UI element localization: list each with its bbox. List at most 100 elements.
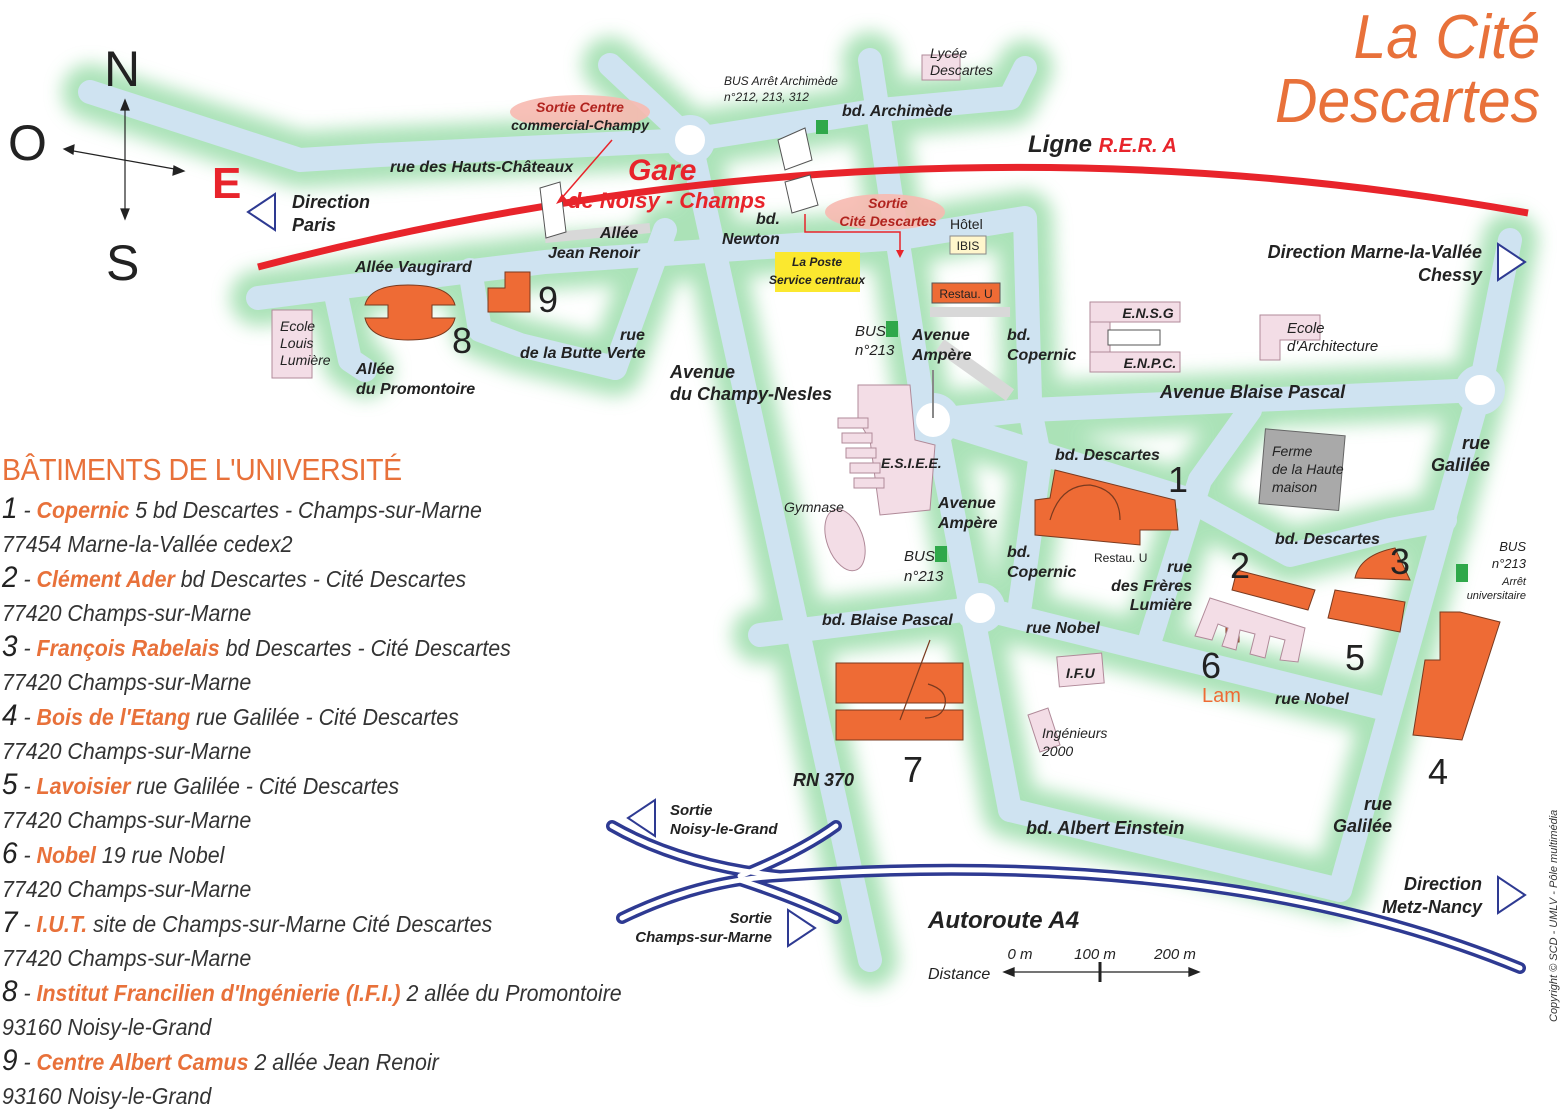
legend-entry-number: 2 bbox=[2, 561, 18, 594]
street-descartes-1: bd. Descartes bbox=[1055, 447, 1160, 464]
street-rn370: RN 370 bbox=[793, 770, 854, 790]
bus-stops bbox=[816, 120, 1468, 582]
dir-marne-2: Chessy bbox=[1418, 265, 1483, 285]
building-number-4: 4 bbox=[1428, 751, 1448, 792]
building-number-3: 3 bbox=[1390, 541, 1410, 582]
exit-arrow-head-1 bbox=[556, 194, 567, 204]
lycee-descartes-block bbox=[921, 54, 961, 81]
street-copernic-2b: Copernic bbox=[1007, 564, 1076, 581]
legend-entry: 2 - Clément Ader bd Descartes - Cité Des… bbox=[2, 561, 702, 630]
dir-paris-1: Direction bbox=[292, 192, 370, 212]
exit-arrow-head-2 bbox=[896, 250, 904, 258]
legend-entry-address: 19 rue Nobel bbox=[101, 842, 225, 868]
legend-entry-name: Centre Albert Camus bbox=[36, 1049, 249, 1075]
street-galilee-2a: rue bbox=[1364, 794, 1392, 814]
place-lycee-1: Lycée bbox=[930, 45, 967, 61]
ingenieurs-block bbox=[1027, 707, 1061, 753]
map-title: La Cité Descartes bbox=[1275, 6, 1540, 134]
bus-stop-universitaire bbox=[1456, 564, 1468, 582]
legend-entry-city: 77420 Champs-sur-Marne bbox=[2, 600, 252, 626]
legend-entry-dash: - bbox=[17, 773, 37, 799]
street-promontoire-2: du Promontoire bbox=[356, 381, 475, 398]
building-3 bbox=[1354, 547, 1411, 581]
compass-rose bbox=[62, 98, 186, 221]
arrow-paris bbox=[246, 192, 276, 232]
bus-stop-213-north bbox=[886, 321, 898, 337]
legend-entry-name: Institut Francilien d'Ingénierie (I.F.I.… bbox=[36, 980, 401, 1006]
street-a4: Autoroute A4 bbox=[927, 907, 1079, 934]
street-descartes-2: bd. Descartes bbox=[1275, 531, 1380, 548]
legend-entry-address: 2 allée du Promontoire bbox=[406, 980, 622, 1006]
scale-100: 100 m bbox=[1074, 946, 1116, 963]
legend-entry-name: Copernic bbox=[36, 497, 130, 523]
street-newton-1: bd. bbox=[756, 211, 780, 228]
legend-entry-dash: - bbox=[17, 1049, 37, 1075]
building-5 bbox=[1327, 589, 1406, 633]
place-lumiere-3: Lumière bbox=[280, 352, 331, 368]
place-ferme-3: maison bbox=[1272, 479, 1317, 495]
ifu-block bbox=[1056, 652, 1105, 688]
scale-0: 0 m bbox=[1007, 946, 1032, 963]
street-galilee-1b: Galilée bbox=[1431, 455, 1490, 475]
place-esiee: E.S.I.E.E. bbox=[881, 455, 942, 471]
rer-a-line bbox=[257, 163, 1529, 271]
bus-univ-2: n°213 bbox=[1492, 556, 1527, 571]
legend-entry-number: 3 bbox=[2, 630, 18, 663]
legend-entry-dash: - bbox=[17, 635, 37, 661]
ferme-block bbox=[1258, 428, 1346, 512]
dir-metz-1: Direction bbox=[1404, 874, 1482, 894]
gare-structures bbox=[539, 127, 1161, 346]
la-poste-box bbox=[775, 252, 860, 292]
dir-metz-2: Metz-Nancy bbox=[1382, 897, 1483, 917]
scale-label: Distance bbox=[928, 966, 990, 983]
street-champy-nesles-2: du Champy-Nesles bbox=[670, 384, 832, 404]
legend-entry: 7 - I.U.T. site de Champs-sur-Marne Cité… bbox=[2, 906, 702, 975]
university-buildings-legend: BÂTIMENTS DE L'UNIVERSITÉ 1 - Copernic 5… bbox=[2, 452, 702, 1113]
bus-stop-archimede bbox=[816, 120, 828, 134]
legend-entry: 9 - Centre Albert Camus 2 allée Jean Ren… bbox=[2, 1044, 702, 1113]
legend-entry-city: 93160 Noisy-le-Grand bbox=[2, 1014, 212, 1040]
place-ferme-2: de la Haute bbox=[1272, 461, 1344, 477]
place-poste-1: La Poste bbox=[792, 255, 842, 269]
exit-arrows bbox=[559, 139, 901, 252]
dir-noisy-2: Noisy-le-Grand bbox=[670, 821, 778, 838]
map-title-line2: Descartes bbox=[1274, 67, 1540, 136]
street-freres-lumiere-3: Lumière bbox=[1130, 597, 1192, 614]
street-champy-nesles-1: Avenue bbox=[669, 362, 735, 382]
building-7-divider bbox=[899, 639, 931, 721]
restau-u-box bbox=[931, 282, 1001, 304]
legend-entry-name: François Rabelais bbox=[36, 635, 220, 661]
legend-entry-address: rue Galilée - Cité Descartes bbox=[136, 773, 400, 799]
legend-entry: 8 - Institut Francilien d'Ingénierie (I.… bbox=[2, 975, 702, 1044]
legend-entry: 3 - François Rabelais bd Descartes - Cit… bbox=[2, 630, 702, 699]
building-7-dome bbox=[924, 683, 946, 719]
legend-entry-line1: 3 - François Rabelais bd Descartes - Cit… bbox=[2, 630, 653, 665]
legend-entry-number: 9 bbox=[2, 1044, 18, 1077]
exit-cite-bubble bbox=[825, 194, 945, 230]
street-copernic-2a: bd. bbox=[1007, 544, 1031, 561]
arrow-noisy bbox=[626, 798, 656, 838]
building-2 bbox=[1231, 569, 1316, 611]
legend-entry-city: 77420 Champs-sur-Marne bbox=[2, 945, 252, 971]
ibis-box bbox=[949, 235, 987, 255]
building-1 bbox=[1034, 469, 1179, 546]
legend-entry-dash: - bbox=[17, 566, 37, 592]
exit-champy-bubble bbox=[510, 95, 650, 129]
place-lumiere-1: Ecole bbox=[280, 318, 315, 334]
legend-entry-city: 77420 Champs-sur-Marne bbox=[2, 669, 252, 695]
legend-entry-city: 77420 Champs-sur-Marne bbox=[2, 807, 252, 833]
legend-entry-dash: - bbox=[17, 842, 37, 868]
legend-entry-city: 93160 Noisy-le-Grand bbox=[2, 1083, 212, 1109]
place-restau-u-1: Restau. U bbox=[939, 287, 992, 301]
legend-entry-name: Clément Ader bbox=[36, 566, 175, 592]
legend-entry-number: 5 bbox=[2, 768, 18, 801]
building-number-1: 1 bbox=[1168, 459, 1188, 500]
legend-entry: 4 - Bois de l'Etang rue Galilée - Cité D… bbox=[2, 699, 702, 768]
gare-label-2: de Noisy - Champs bbox=[568, 188, 766, 213]
building-4 bbox=[1412, 611, 1501, 741]
street-newton-2: Newton bbox=[722, 231, 780, 248]
bus-213-north-2: n°213 bbox=[855, 342, 895, 359]
dir-paris-2: Paris bbox=[292, 215, 336, 235]
exit-cite-1: Sortie bbox=[868, 195, 908, 211]
compass-s: S bbox=[106, 235, 139, 291]
